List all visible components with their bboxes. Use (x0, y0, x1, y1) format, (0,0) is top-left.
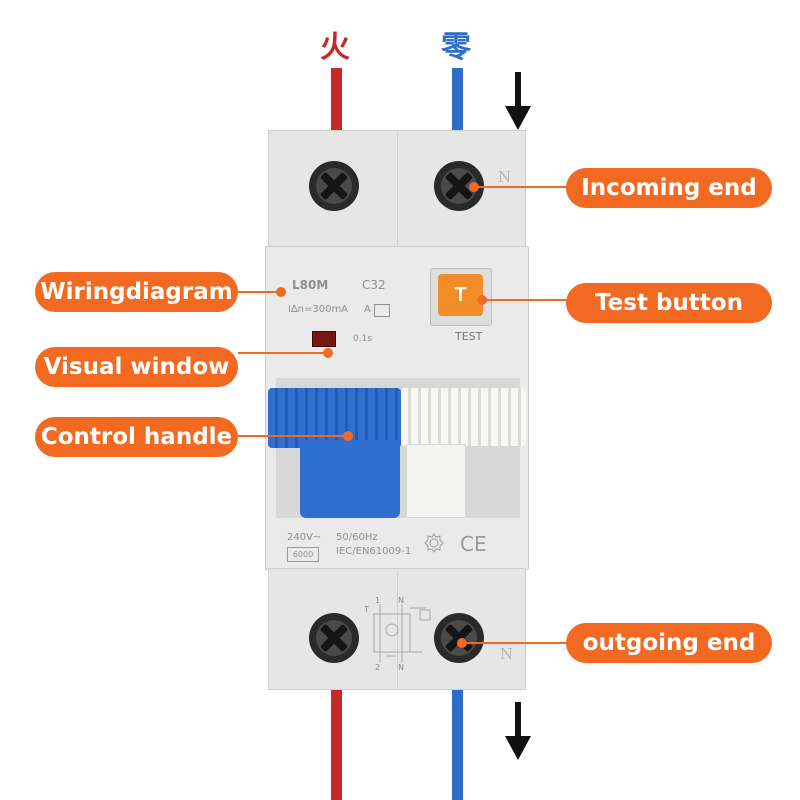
arrow-down-icon (505, 702, 531, 760)
neutral-wire-bottom (452, 690, 463, 800)
neutral-mark-top: N (498, 168, 512, 186)
leader-dot (276, 287, 286, 297)
callout-test-button: Test button (566, 283, 772, 323)
diagram-mark-top-right: N (398, 596, 404, 605)
callout-wiring-diagram: Wiringdiagram (35, 272, 238, 312)
control-handle-lever[interactable] (300, 440, 400, 518)
certification-seal-icon (424, 533, 444, 553)
residual-current-label: I∆n=300mA (288, 304, 349, 315)
breaking-capacity-box: 6000 (287, 547, 319, 562)
diagram-mark-bottom-left: 2 (375, 663, 380, 672)
pole-divider (397, 132, 398, 246)
diagram-mark-bottom-right: N (398, 663, 404, 672)
leader-handle (236, 435, 348, 437)
leader-dot (469, 182, 479, 192)
type-code-label: A (364, 304, 371, 315)
test-button[interactable]: T (438, 274, 483, 316)
callout-outgoing-end: outgoing end (566, 623, 772, 663)
screw-terminal-icon[interactable] (433, 160, 485, 212)
model-label: L80M (292, 278, 329, 292)
leader-outgoing (462, 642, 570, 644)
leader-wiring (234, 291, 280, 293)
visual-window (312, 331, 336, 347)
voltage-label: 240V~ (287, 532, 322, 543)
screw-terminal-icon[interactable] (308, 612, 360, 664)
control-handle-top[interactable] (268, 388, 401, 448)
leader-incoming (474, 186, 570, 188)
diagram-mark-top-left: 1 (375, 596, 380, 605)
leader-visual (238, 352, 328, 354)
screw-terminal-icon[interactable] (308, 160, 360, 212)
leader-dot (343, 431, 353, 441)
live-wire-label: 火 (320, 30, 350, 65)
leader-dot (457, 638, 467, 648)
breaking-capacity-label: 6000 (292, 550, 314, 559)
neutral-wire-label: 零 (441, 30, 471, 65)
test-button-letter: T (454, 283, 467, 306)
live-wire-top (331, 68, 342, 138)
wiring-diagram-icon: 1 N T 2 N (363, 596, 431, 672)
neutral-handle-lever[interactable] (406, 444, 466, 518)
callout-control-handle: Control handle (35, 417, 238, 457)
neutral-wire-top (452, 68, 463, 138)
ce-mark: CE (460, 532, 487, 556)
frequency-label: 50/60Hz (336, 532, 378, 543)
leader-dot (323, 348, 333, 358)
rating-label: C32 (362, 278, 386, 292)
type-a-symbol (374, 304, 390, 317)
leader-test (482, 299, 570, 301)
neutral-handle-top[interactable] (401, 388, 526, 446)
neutral-mark-bottom: N (500, 645, 514, 663)
live-wire-bottom (331, 690, 342, 800)
callout-visual-window: Visual window (35, 347, 238, 387)
test-label: TEST (455, 330, 483, 343)
arrow-down-icon (505, 72, 531, 130)
standard-label: IEC/EN61009-1 (336, 546, 412, 557)
trip-time-label: 0.1s (353, 334, 373, 344)
diagram-mark-test: T (363, 605, 369, 614)
leader-dot (477, 295, 487, 305)
callout-incoming-end: Incoming end (566, 168, 772, 208)
